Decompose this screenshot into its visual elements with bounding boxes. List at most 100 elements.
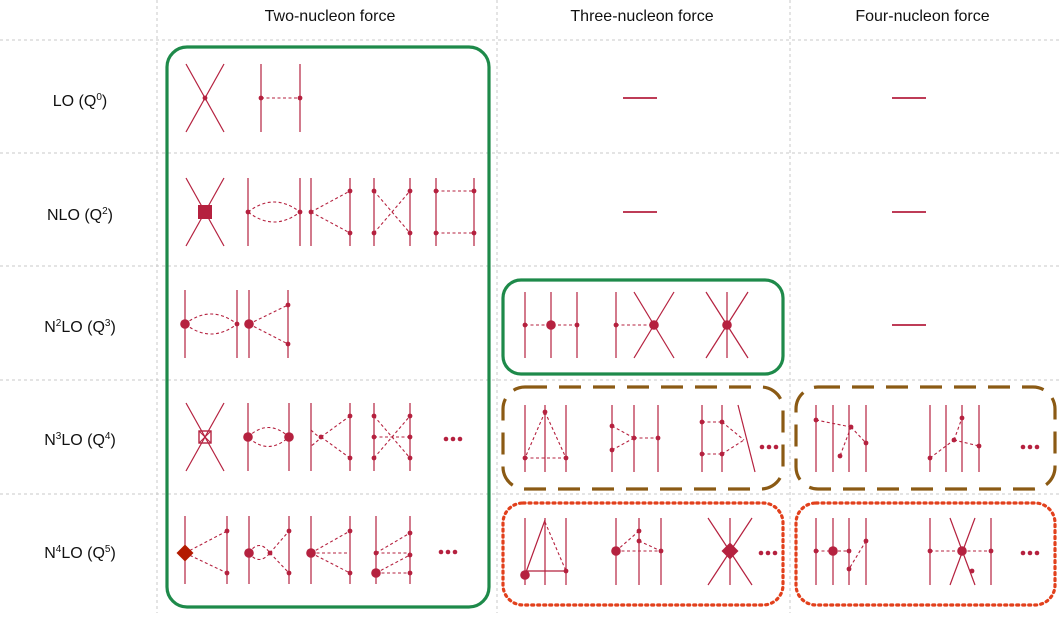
vertex-dot xyxy=(574,322,580,328)
vertex-dot xyxy=(224,570,230,576)
row-label-n4lo: N4LO (Q5) xyxy=(44,544,116,562)
ellipsis-dot xyxy=(765,550,771,556)
ellipsis-dot xyxy=(1027,550,1033,556)
ellipsis-dot xyxy=(1027,444,1033,450)
pion-line xyxy=(320,415,351,438)
ellipsis-dot xyxy=(1020,444,1026,450)
vertex-dot xyxy=(285,302,291,308)
n4lo-2n-ellipsis xyxy=(438,549,458,555)
vertex-dot xyxy=(308,209,314,215)
ellipsis-dot xyxy=(772,550,778,556)
pion-loop xyxy=(247,201,301,223)
vertex-dot xyxy=(318,434,324,440)
vertex-dot xyxy=(180,319,190,329)
pion-line xyxy=(310,530,351,554)
vertex-dot xyxy=(347,230,353,236)
pion-line xyxy=(953,417,963,441)
vertex-dot xyxy=(407,434,413,440)
ellipsis-dot xyxy=(773,444,779,450)
n2lo-3n-contact-diagram xyxy=(705,291,749,359)
vertex-dot xyxy=(951,437,957,443)
vertex-dot xyxy=(563,455,569,461)
n2lo-3n-one-pion-contact-diagram xyxy=(613,291,675,359)
vertex-dot xyxy=(837,453,843,459)
vertex-dot xyxy=(848,424,854,430)
n4lo-2n-contact-triangle-diagram xyxy=(176,516,230,584)
vertex-dot xyxy=(959,415,965,421)
vertex-dot xyxy=(813,417,819,423)
nlo-2n-box-diagram xyxy=(433,178,477,246)
vertex-dot xyxy=(846,566,852,572)
n3lo-4n-tree-diagram-b xyxy=(927,405,982,472)
column-header-four-nucleon: Four-nucleon force xyxy=(855,8,990,25)
vertex-dot xyxy=(407,230,413,236)
n3lo-2n-ellipsis xyxy=(443,436,463,442)
vertex-dot xyxy=(863,440,869,446)
row-label-n2lo: N2LO (Q3) xyxy=(44,318,116,336)
vertex-dot xyxy=(244,319,254,329)
nucleon-line xyxy=(737,404,756,473)
vertex-dot xyxy=(546,320,556,330)
n2lo-2n-football-diagram xyxy=(180,290,240,358)
vertex-dot xyxy=(371,455,377,461)
vertex-dot xyxy=(699,419,705,425)
vertex-dot xyxy=(407,530,413,536)
pion-loop xyxy=(247,426,290,448)
vertex-dot xyxy=(284,432,294,442)
vertex-dot xyxy=(407,188,413,194)
n3lo-2n-triangle-diagram xyxy=(310,403,353,471)
n3lo-2n-crossed-box-diagram xyxy=(371,403,413,471)
contact-vertex-square xyxy=(198,205,212,219)
pion-line xyxy=(375,554,411,574)
column-header-three-nucleon: Three-nucleon force xyxy=(570,8,714,25)
vertex-dot xyxy=(471,230,477,236)
contact-vertex-diamond xyxy=(176,544,194,562)
vertex-dot xyxy=(371,434,377,440)
ellipsis-dot xyxy=(443,436,449,442)
vertex-dot xyxy=(563,568,569,574)
vertex-dot xyxy=(636,528,642,534)
pion-line xyxy=(310,552,351,574)
vertex-dot xyxy=(655,435,661,441)
ellipsis-dot xyxy=(1034,444,1040,450)
vertex-dot xyxy=(371,568,381,578)
n4lo-2n-football-triangle-diagram xyxy=(244,516,292,584)
vertex-dot xyxy=(613,322,619,328)
row-label-n3lo: N3LO (Q4) xyxy=(44,431,116,449)
vertex-dot xyxy=(863,538,869,544)
vertex-dot xyxy=(828,546,838,556)
box-2n-included xyxy=(165,45,491,609)
vertex-dot xyxy=(371,230,377,236)
n4lo-3n-contact-diagram xyxy=(707,517,753,586)
vertex-dot xyxy=(969,568,975,574)
vertex-dot xyxy=(245,209,251,215)
pion-line xyxy=(269,530,290,554)
ellipsis-dot xyxy=(438,549,444,555)
vertex-dot xyxy=(649,320,659,330)
lo-2n-contact-diagram xyxy=(185,63,225,133)
pion-line xyxy=(310,190,351,213)
vertex-dot xyxy=(988,548,994,554)
vertex-dot xyxy=(371,413,377,419)
pion-line xyxy=(850,426,867,444)
vertex-dot xyxy=(347,413,353,419)
n3lo-3n-one-pion-contact-loop-diagram xyxy=(699,404,756,473)
vertex-dot xyxy=(699,451,705,457)
pion-line xyxy=(611,425,635,439)
vertex-dot xyxy=(719,451,725,457)
lo-2n-one-pion-diagram xyxy=(258,64,303,132)
n3lo-3n-two-pion-loop-diagram xyxy=(609,405,661,472)
vertex-dot xyxy=(846,548,852,554)
contact-vertex-open-square xyxy=(198,430,212,444)
n3lo-2n-contact-diagram xyxy=(185,402,225,472)
vertex-dot xyxy=(407,455,413,461)
vertex-dot xyxy=(244,548,254,558)
vertex-dot xyxy=(373,550,379,556)
pion-line xyxy=(953,439,980,447)
pion-line xyxy=(375,532,411,554)
vertex-dot xyxy=(611,546,621,556)
ellipsis-dot xyxy=(445,549,451,555)
ellipsis-dot xyxy=(766,444,772,450)
n4lo-4n-tree-diagram-a xyxy=(813,518,869,585)
pion-line xyxy=(310,211,351,234)
